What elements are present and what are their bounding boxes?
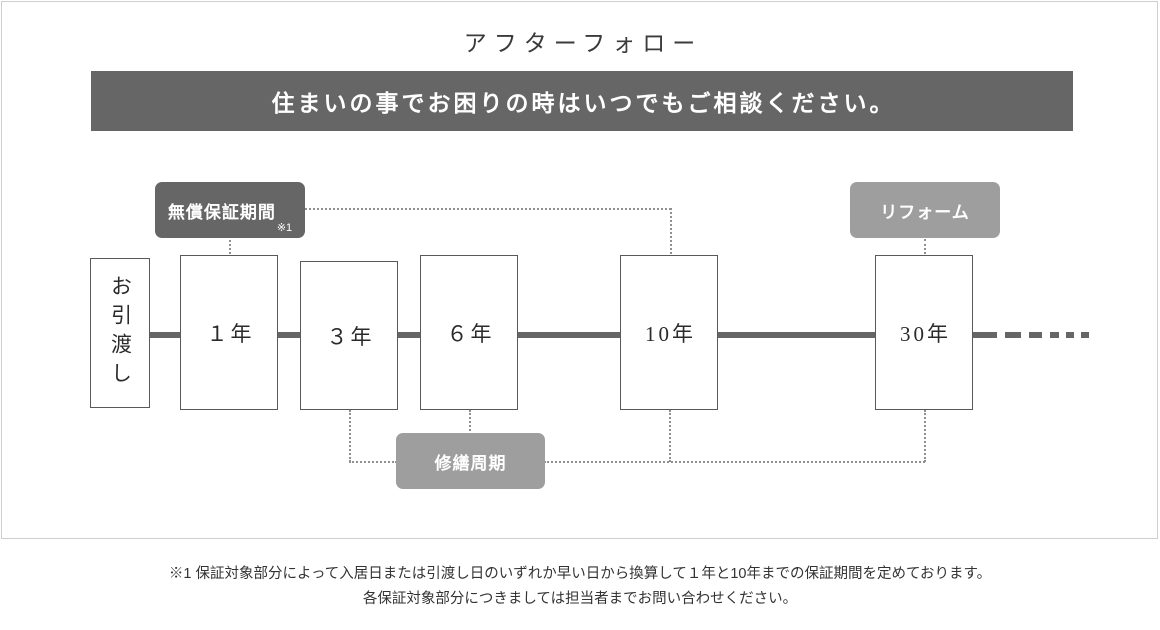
milestone-label-handover: お引渡し <box>108 275 133 391</box>
rail-1year-to-3year <box>276 332 302 338</box>
annotation-warranty-footnote-marker: ※1 <box>276 222 293 234</box>
milestone-label-3year: ３年 <box>326 324 375 349</box>
milestone-label-1year: １年 <box>206 321 255 346</box>
rail-10year-to-30year <box>716 332 877 338</box>
footnote-line-2: 各保証対象部分につきましては担当者までお問い合わせください。 <box>362 591 798 608</box>
repair-bracket-right <box>544 461 925 463</box>
milestone-label-30year: 30年 <box>900 321 951 346</box>
rail-handover-to-1year <box>148 332 182 338</box>
milestone-box-handover[interactable]: お引渡し <box>90 258 150 408</box>
after-follow-timeline: お引渡し １年 ３年 ６年 10年 30年 無償保証期間 ※1 リフォーム 修繕… <box>90 182 1089 489</box>
rail-continuation-dash-3 <box>1029 332 1042 338</box>
repair-bracket-left <box>349 461 397 463</box>
milestone-box-1year[interactable]: １年 <box>180 255 278 410</box>
consultation-banner-text: 住まいの事でお困りの時はいつでもご相談ください。 <box>271 91 896 116</box>
annotation-reform-label: リフォーム <box>880 202 970 222</box>
footnote: ※1 保証対象部分によって入居日または引渡し日のいずれか早い日から換算して１年と… <box>0 562 1160 613</box>
rail-continuation-dash-6 <box>1081 332 1089 338</box>
footnote-line-1: ※1 保証対象部分によって入居日または引渡し日のいずれか早い日から換算して１年と… <box>168 566 992 582</box>
milestone-box-3year[interactable]: ３年 <box>300 261 398 410</box>
repair-drop-3year <box>349 410 351 462</box>
rail-3year-to-6year <box>396 332 422 338</box>
rail-continuation-dash-4 <box>1050 332 1059 338</box>
reform-drop-line <box>924 239 926 258</box>
milestone-box-6year[interactable]: ６年 <box>420 255 518 410</box>
milestone-box-10year[interactable]: 10年 <box>620 255 718 410</box>
annotation-repair-cycle-label: 修繕周期 <box>434 453 507 473</box>
consultation-banner: 住まいの事でお困りの時はいつでもご相談ください。 <box>91 71 1073 131</box>
rail-continuation-dash-5 <box>1066 332 1074 338</box>
warranty-bracket-horizontal <box>305 208 671 210</box>
milestone-box-30year[interactable]: 30年 <box>875 255 973 410</box>
repair-drop-10year <box>669 410 671 462</box>
annotation-repair-cycle[interactable]: 修繕周期 <box>396 433 545 489</box>
rail-6year-to-10year <box>516 332 622 338</box>
milestone-label-10year: 10年 <box>645 321 696 346</box>
warranty-bracket-left-drop <box>229 236 231 258</box>
page-title: アフターフォロー <box>463 31 703 56</box>
rail-continuation-dash-1 <box>971 332 997 338</box>
repair-drop-30year <box>924 410 926 462</box>
milestone-label-6year: ６年 <box>446 321 495 346</box>
annotation-warranty-label: 無償保証期間 <box>167 202 276 222</box>
annotation-warranty-period[interactable]: 無償保証期間 ※1 <box>155 182 305 238</box>
warranty-bracket-right-drop <box>670 208 672 258</box>
annotation-reform[interactable]: リフォーム <box>850 182 1000 238</box>
rail-continuation-dash-2 <box>1005 332 1021 338</box>
